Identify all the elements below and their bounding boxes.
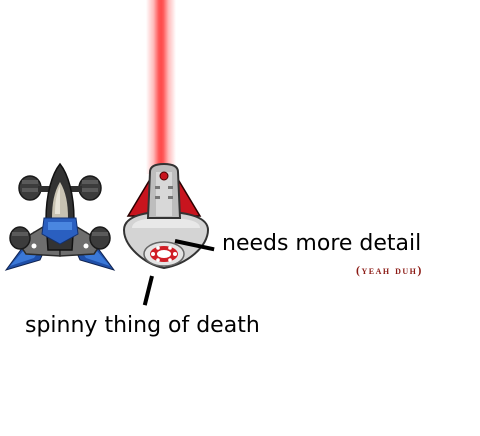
annotation-needs-more-detail: needs more detail bbox=[222, 231, 422, 256]
pointer-line-spinner bbox=[142, 275, 154, 306]
annotation-aside: (yeah duh) bbox=[356, 263, 423, 277]
laser-beam bbox=[146, 0, 176, 174]
annotation-spinny-thing: spinny thing of death bbox=[25, 313, 260, 338]
player-ship bbox=[4, 162, 116, 271]
enemy-ship bbox=[122, 162, 210, 270]
